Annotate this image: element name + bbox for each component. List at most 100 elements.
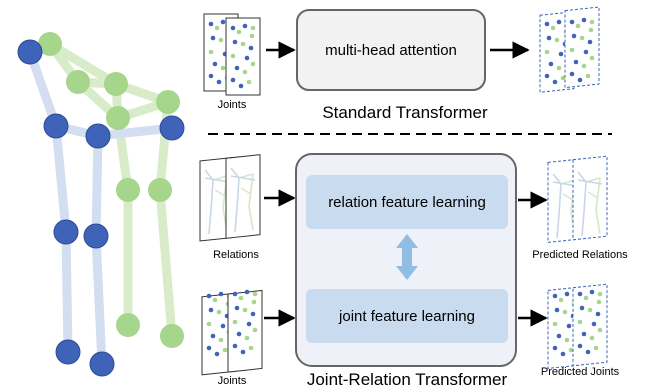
predicted-relations-label: Predicted Relations [532, 249, 628, 261]
output-joints-card-front [564, 6, 600, 89]
joint-dot [546, 35, 552, 41]
joint-dot [208, 49, 214, 55]
joint-dot [581, 17, 587, 23]
joint-dot [220, 19, 226, 25]
relation-stroke [562, 193, 574, 201]
bidirectional-arrow [396, 234, 418, 280]
predicted-relations-stack [547, 155, 608, 243]
joint-dot [587, 39, 593, 45]
joint-dot [597, 327, 603, 333]
joint-dot [577, 77, 583, 83]
joint-dot [249, 33, 255, 39]
joint-dot [222, 347, 228, 353]
relation-stroke [248, 205, 254, 231]
joint-dot [218, 37, 224, 43]
predicted-joints-label: Predicted Joints [541, 366, 620, 378]
joint-dot [234, 65, 240, 71]
joint-dot [577, 343, 583, 349]
joint-dot [562, 309, 568, 315]
joint-dot [232, 39, 238, 45]
joints-card-front [225, 17, 261, 96]
relation-feature-learning-block [306, 175, 508, 229]
joint-dot [206, 293, 212, 299]
relation-stroke [208, 209, 212, 235]
joint-dot [232, 291, 238, 297]
predicted-relations-card-front [572, 155, 608, 241]
relation-stroke [595, 209, 601, 235]
relation-stroke [204, 177, 230, 183]
joint-dot [583, 295, 589, 301]
joint-relation-transformer-title: Joint-Relation Transformer [307, 370, 508, 389]
joint-feature-learning-label: joint feature learning [338, 308, 475, 325]
joint-dot [589, 55, 595, 61]
joint-dot [214, 351, 220, 357]
joint-dot [238, 83, 244, 89]
joint-dot [244, 289, 250, 295]
joint-dot [544, 21, 550, 27]
joint-dot [585, 73, 591, 79]
joint-dot [208, 21, 214, 27]
bottom-joints-label: Joints [218, 375, 247, 387]
joint-dot [579, 305, 585, 311]
joint-dot [212, 297, 218, 303]
relation-feature-learning-label: relation feature learning [328, 194, 486, 211]
joint-dot [210, 333, 216, 339]
joint-dot [544, 73, 550, 79]
joint-dot [220, 323, 226, 329]
joint-dot [556, 19, 562, 25]
bottom-joints-card-front [227, 289, 263, 373]
joint-dot [579, 35, 585, 41]
joint-dot [548, 61, 554, 67]
joint-dot [252, 327, 258, 333]
joint-dot [569, 71, 575, 77]
joint-dot [589, 335, 595, 341]
relation-stroke [230, 175, 256, 181]
relation-stroke [214, 189, 226, 197]
joint-dot [595, 311, 601, 317]
joint-dot [240, 41, 246, 47]
joint-dot [252, 291, 258, 297]
joint-dot [558, 297, 564, 303]
joint-dot [240, 349, 246, 355]
joint-dot [218, 291, 224, 297]
joint-dot [216, 309, 222, 315]
joint-dot [588, 27, 594, 33]
predicted-joints-stack [547, 283, 608, 369]
joint-feature-learning-block [306, 289, 508, 343]
joint-dot [242, 69, 248, 75]
joint-dot [550, 25, 556, 31]
relation-stroke [210, 179, 214, 211]
multi-head-attention-block [296, 9, 486, 91]
joint-dot [560, 75, 566, 81]
joint-dot [250, 61, 256, 67]
relation-stroke [240, 187, 252, 195]
joint-dot [208, 307, 214, 313]
top-input-joints-stack [203, 13, 261, 96]
joint-dot [552, 79, 558, 85]
joint-dot [250, 25, 256, 31]
joint-dot [589, 289, 595, 295]
joint-dot [248, 345, 254, 351]
joint-dot [242, 23, 248, 29]
joint-dot [220, 65, 226, 71]
joint-dot [587, 307, 593, 313]
joint-dot [552, 345, 558, 351]
joint-dot [569, 19, 575, 25]
joint-dot [244, 55, 250, 61]
joint-dot [230, 53, 236, 59]
joint-dot [558, 51, 564, 57]
joint-dot [210, 35, 216, 41]
top-output-joints-stack [539, 6, 600, 93]
joint-dot [596, 299, 602, 305]
joint-dot [575, 23, 581, 29]
joint-dot [544, 49, 550, 55]
joint-dot [556, 333, 562, 339]
joint-dot [554, 37, 560, 43]
joint-dot [571, 33, 577, 39]
joint-dot [577, 291, 583, 297]
joint-dot [234, 305, 240, 311]
joint-dot [218, 337, 224, 343]
joint-dot [583, 49, 589, 55]
joint-dot [581, 331, 587, 337]
